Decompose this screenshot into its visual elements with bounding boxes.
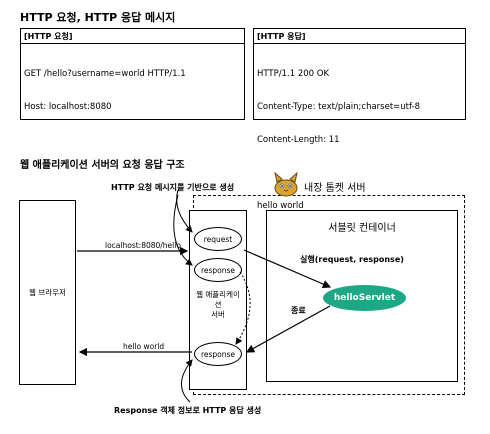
http-response-box: [HTTP 응답] HTTP/1.1 200 OK Content-Type: …: [253, 28, 466, 211]
response-object: response: [194, 258, 242, 282]
content-length-line: Content-Length: 11: [257, 135, 340, 145]
request-arrow-label: localhost:8080/hello: [105, 241, 181, 250]
servlet-container-label: 서블릿 컨테이너: [328, 223, 396, 234]
tomcat-cat-icon: [272, 171, 300, 198]
request-object: request: [194, 227, 242, 251]
end-label: 종료: [291, 306, 306, 315]
http-request-header: [HTTP 요청]: [24, 32, 73, 41]
request-host-line: Host: localhost:8080: [24, 102, 112, 112]
was-label: 웹 애플리케이션 서버: [193, 290, 243, 320]
create-request-curve: [176, 189, 193, 233]
bottom-note-curve: [181, 359, 193, 403]
body-line: hello world: [257, 201, 304, 211]
bottom-note: Response 객체 정보로 HTTP 응답 생성: [114, 406, 262, 415]
was-label-line1: 웹 애플리케이션: [196, 290, 240, 309]
http-response-lines: HTTP/1.1 200 OK Content-Type: text/plain…: [257, 47, 420, 234]
status-line: HTTP/1.1 200 OK: [257, 69, 330, 79]
response-object-out: response: [194, 342, 242, 366]
http-request-lines: GET /hello?username=world HTTP/1.1 Host:…: [24, 47, 186, 135]
was-label-line2: 서버: [211, 310, 225, 319]
execute-label: 실행(request, response): [300, 255, 404, 264]
create-note: HTTP 요청 메시지를 기반으로 생성: [111, 183, 235, 192]
create-response-curve: [173, 194, 193, 266]
hello-servlet-node: helloServlet: [323, 285, 406, 311]
end-arrow: [245, 305, 331, 353]
web-browser-label: 웹 브라우저: [29, 288, 66, 297]
http-messages-title: HTTP 요청, HTTP 응답 메시지: [20, 11, 176, 24]
content-type-line: Content-Type: text/plain;charset=utf-8: [257, 102, 420, 112]
request-line: GET /hello?username=world HTTP/1.1: [24, 69, 186, 79]
structure-title: 웹 애플리케이션 서버의 요청 응답 구조: [20, 160, 185, 171]
hello-servlet-label: helloServlet: [333, 293, 396, 303]
web-browser-box: 웹 브라우저: [19, 200, 76, 385]
http-request-box: [HTTP 요청] GET /hello?username=world HTTP…: [20, 28, 245, 120]
tomcat-label: 내장 톰켓 서버: [304, 183, 366, 194]
response-flow-dotted: [235, 271, 251, 345]
response-arrow-label: hello world: [123, 342, 165, 351]
http-response-header: [HTTP 응답]: [257, 32, 306, 41]
execute-arrow: [243, 249, 332, 289]
